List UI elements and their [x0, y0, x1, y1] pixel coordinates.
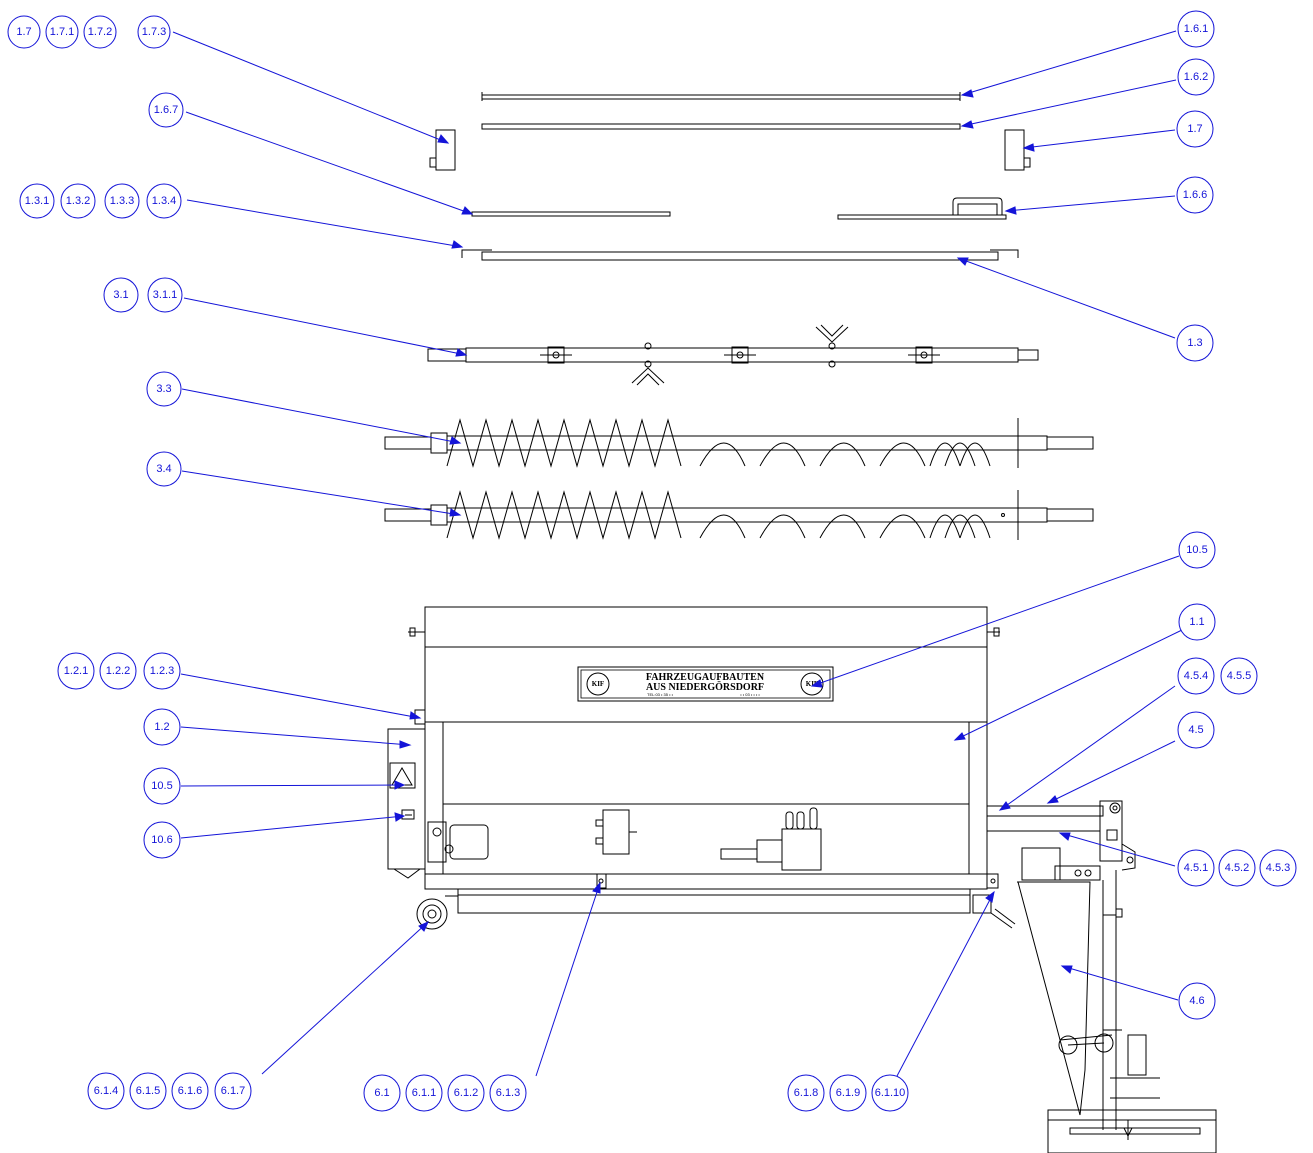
callout-label: 3.1.1: [153, 289, 177, 301]
callout-3-4: 3.4: [146, 451, 182, 487]
callout-label: 6.1.2: [454, 1087, 478, 1099]
nameplate-logo-right: KIF: [806, 680, 818, 688]
callout-label: 1.3.1: [25, 195, 49, 207]
callout-label: 6.1.1: [412, 1087, 436, 1099]
callout-label: 3.1: [113, 289, 128, 301]
callout-label: 4.5.3: [1266, 862, 1290, 874]
callout-bubbles: 1.7 1.7.1 1.7.2 1.7.3 1.6.7 1.3.1 1.3.2 …: [7, 10, 1297, 1112]
callout-label: 4.5.4: [1184, 670, 1208, 682]
callout-label: 1.7.1: [50, 26, 74, 38]
callout-label: 3.4: [156, 463, 171, 475]
callout-1-3: 1.3: [1176, 324, 1214, 362]
callout-label: 6.1.10: [875, 1087, 906, 1099]
arm-4-5: [986, 800, 1136, 881]
nameplate-line-1: FAHRZEUGAUFBAUTEN: [646, 672, 765, 683]
callout-label: 6.1.9: [836, 1087, 860, 1099]
callout-4-6: 4.6: [1178, 982, 1216, 1020]
callout-label: 1.2.1: [64, 665, 88, 677]
callout-label: 6.1.5: [136, 1085, 160, 1097]
part-1-6-2-rail: [481, 123, 961, 130]
callout-1-2-group: 1.2.1 1.2.2 1.2.3: [57, 652, 181, 690]
inner-motor: [720, 807, 822, 871]
callout-label: 4.5.1: [1184, 862, 1208, 874]
control-box: [387, 709, 489, 879]
part-1-6-7-lid-plate: [471, 211, 671, 217]
callout-1-7-right: 1.7: [1176, 110, 1214, 148]
callout-label: 6.1.4: [94, 1085, 118, 1097]
callout-label: 1.3.3: [110, 195, 134, 207]
callout-6-1-4-group: 6.1.4 6.1.5 6.1.6 6.1.7: [87, 1072, 252, 1110]
callout-label: 1.6.6: [1183, 189, 1207, 201]
callout-label: 1.2: [154, 721, 169, 733]
callout-label: 6.1.3: [496, 1087, 520, 1099]
part-1-3-frame: [461, 249, 1019, 261]
callout-1-6-6: 1.6.6: [1176, 176, 1214, 214]
part-3-1-agitator-shaft: [427, 324, 1039, 386]
callout-1-3-group: 1.3.1 1.3.2 1.3.3 1.3.4: [19, 183, 182, 219]
callout-label: 6.1.7: [221, 1085, 245, 1097]
callout-3-3: 3.3: [146, 371, 182, 407]
callout-label: 4.5.2: [1225, 862, 1249, 874]
callout-1-6-7: 1.6.7: [148, 92, 184, 128]
callout-label: 1.3: [1187, 337, 1202, 349]
nameplate-logo-left: KIF: [592, 680, 604, 688]
callout-3-1-group: 3.1 3.1.1: [103, 277, 183, 313]
callout-label: 1.6.7: [154, 104, 178, 116]
callout-label: 6.1.8: [794, 1087, 818, 1099]
nameplate-small-right: • • 03 • • • •: [740, 692, 760, 697]
callout-6-1-8-group: 6.1.8 6.1.9 6.1.10: [787, 1074, 909, 1112]
part-1-7-right-block: [1004, 129, 1031, 171]
callout-6-1-group: 6.1 6.1.1 6.1.2 6.1.3: [363, 1074, 527, 1112]
part-3-4-auger: [384, 490, 1094, 540]
part-1-7-left-block: [429, 129, 456, 171]
part-3-3-auger: [384, 418, 1094, 468]
callout-label: 1.2.3: [150, 665, 174, 677]
callout-4-5-1-group: 4.5.1 4.5.2 4.5.3: [1177, 849, 1297, 887]
nameplate: KIF KIF FAHRZEUGAUFBAUTEN AUS NIEDERGÖRS…: [577, 666, 834, 702]
callout-label: 6.1.6: [178, 1085, 202, 1097]
part-1-6-1-rail: [481, 92, 961, 101]
callout-label: 1.3.4: [152, 195, 176, 207]
callout-label: 1.2.2: [106, 665, 130, 677]
callout-label: 1.7.2: [88, 26, 112, 38]
callout-4-5: 4.5: [1177, 711, 1215, 749]
callout-label: 1.7: [16, 26, 31, 38]
inner-valve: [595, 809, 637, 855]
callout-label: 1.1: [1189, 616, 1204, 628]
callout-1-6-2: 1.6.2: [1177, 58, 1215, 96]
callout-label: 4.6: [1189, 995, 1204, 1007]
callout-label: 10.6: [151, 834, 172, 846]
callout-1-7-group: 1.7 1.7.1 1.7.2 1.7.3: [7, 15, 171, 49]
callout-10-5-left: 10.5: [143, 767, 181, 805]
chute-4-6: [1017, 847, 1217, 1153]
callout-label: 6.1: [374, 1087, 389, 1099]
hopper-body: [408, 606, 1016, 930]
callout-label: 1.6.1: [1184, 23, 1208, 35]
callout-label: 4.5: [1188, 724, 1203, 736]
callout-label: 1.6.2: [1184, 71, 1208, 83]
callout-label: 4.5.5: [1227, 670, 1251, 682]
callout-10-6: 10.6: [143, 821, 181, 859]
callout-label: 1.7.3: [142, 26, 166, 38]
callout-label: 1.3.2: [66, 195, 90, 207]
nameplate-line-2: AUS NIEDERGÖRSDORF: [646, 680, 764, 693]
callout-1-2: 1.2: [143, 708, 181, 746]
callout-label: 10.5: [151, 780, 172, 792]
part-1-6-6-lid-plate-with-handle: [837, 197, 1007, 220]
callout-1-6-1: 1.6.1: [1177, 10, 1215, 48]
callout-label: 1.7: [1187, 123, 1202, 135]
callout-label: 3.3: [156, 383, 171, 395]
leader-lines: [172, 30, 1183, 1077]
callout-10-5-top: 10.5: [1178, 531, 1216, 569]
callout-label: 10.5: [1186, 544, 1207, 556]
callout-4-5-4-group: 4.5.4 4.5.5: [1177, 657, 1258, 695]
nameplate-small-left: TEL:03 • 35 • •: [647, 692, 674, 697]
callout-1-1: 1.1: [1178, 603, 1216, 641]
